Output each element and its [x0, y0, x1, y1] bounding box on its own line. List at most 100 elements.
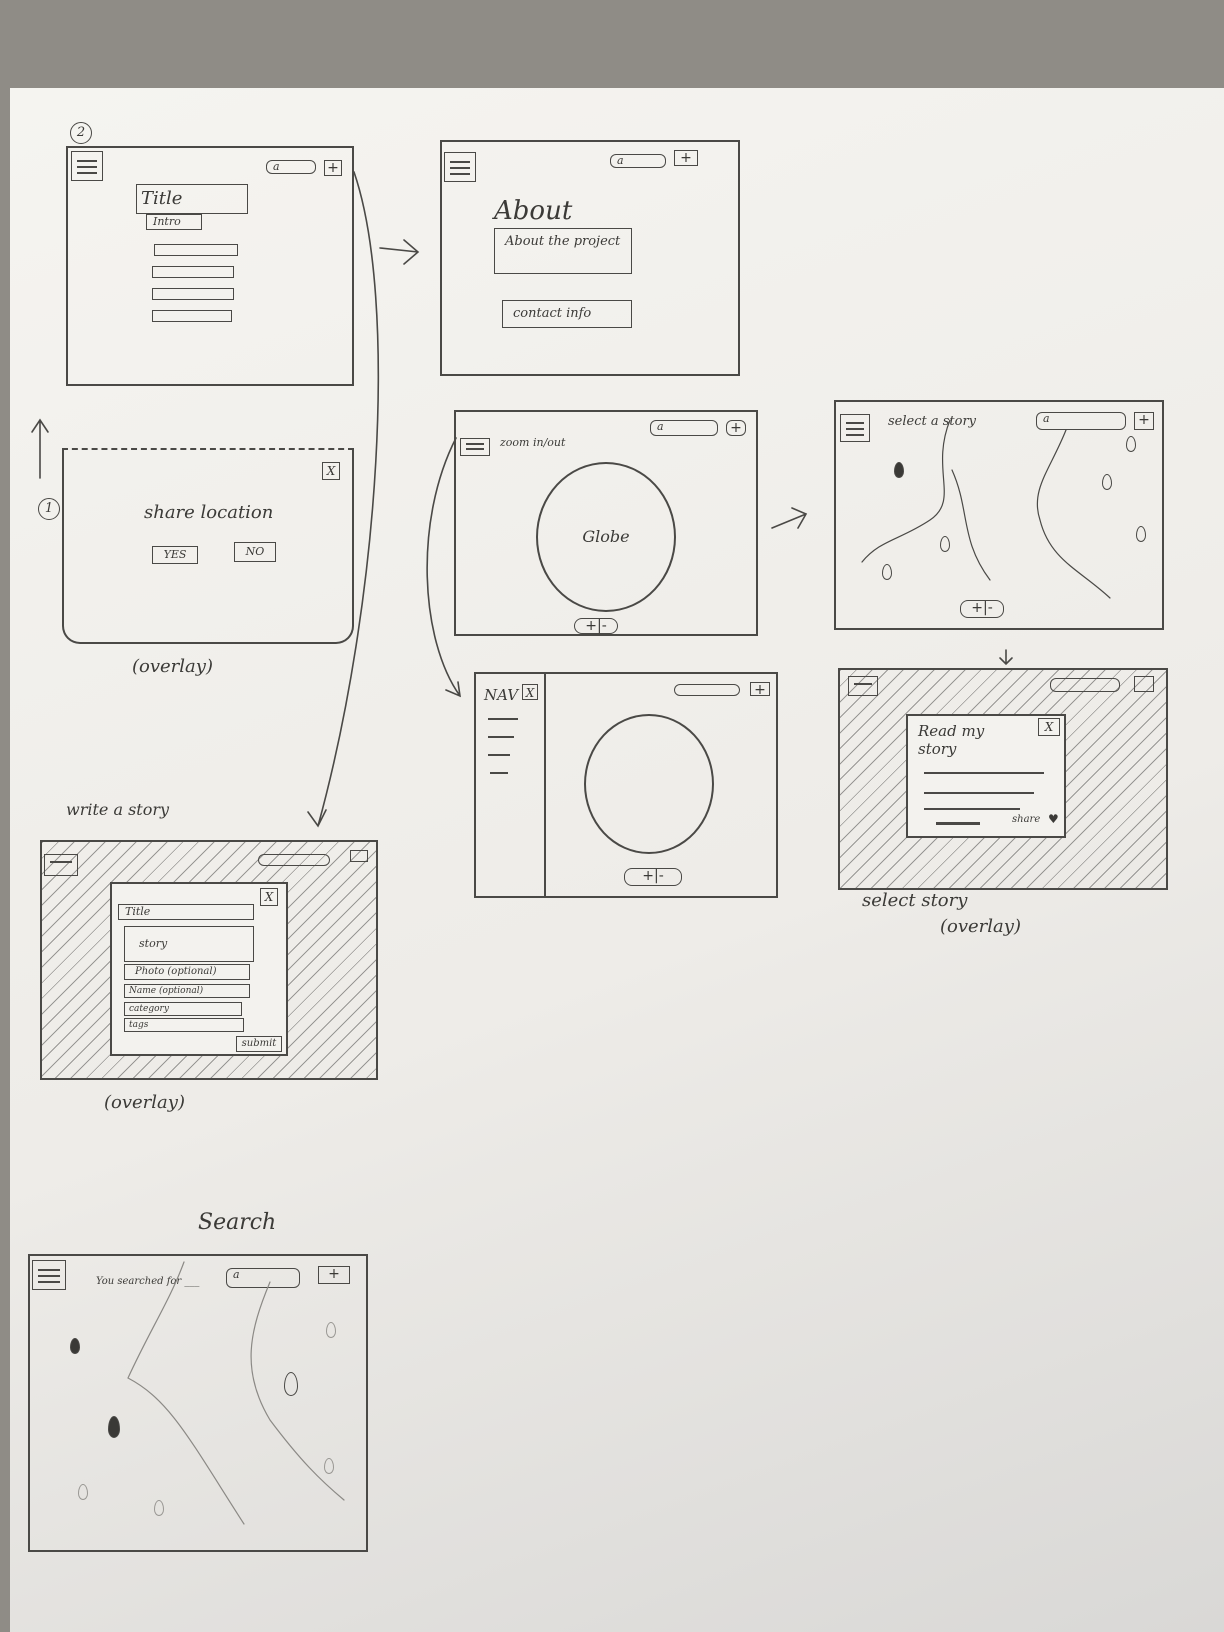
arrow-plus-to-write	[307, 171, 380, 828]
map-pin-icon[interactable]	[1136, 526, 1146, 542]
search-input[interactable]	[258, 854, 330, 866]
map-pin-icon[interactable]	[108, 1416, 120, 1438]
no-button[interactable]: NO	[234, 542, 276, 562]
map-river	[250, 1281, 345, 1501]
hamburger-menu-icon[interactable]	[32, 1260, 66, 1290]
add-story-button[interactable]: +	[324, 160, 342, 176]
story-field[interactable]: story	[124, 926, 254, 962]
search-input[interactable]	[1050, 678, 1120, 692]
map-pin-icon[interactable]	[284, 1372, 298, 1396]
globe[interactable]	[584, 714, 714, 854]
home-screen: a + Title Intro	[66, 146, 354, 386]
nav-item[interactable]	[490, 772, 508, 774]
close-icon[interactable]: X	[322, 462, 340, 480]
list-item[interactable]	[152, 288, 234, 300]
close-icon[interactable]: X	[260, 888, 278, 906]
map-pin-icon[interactable]	[894, 462, 904, 478]
search-input[interactable]	[674, 684, 740, 696]
step-mark-1: 1	[38, 498, 60, 520]
overlay-caption: (overlay)	[132, 656, 213, 677]
map-pin-icon[interactable]	[1126, 436, 1136, 452]
map-river	[1036, 429, 1111, 599]
hamburger-menu-icon[interactable]	[840, 414, 870, 442]
write-story-screen: X Title story Photo (optional) Name (opt…	[40, 840, 378, 1080]
name-field[interactable]: Name (optional)	[124, 984, 250, 998]
zoom-control[interactable]: +|-	[574, 618, 618, 634]
arrow-location-to-home	[31, 418, 49, 479]
story-text-line	[924, 808, 1020, 810]
hamburger-menu-icon[interactable]	[444, 152, 476, 182]
arrow-globe-to-nav	[426, 437, 461, 698]
title-field[interactable]: Title	[118, 904, 254, 920]
map-river	[127, 1261, 245, 1525]
close-icon[interactable]: X	[1038, 718, 1060, 736]
hamburger-menu-icon[interactable]	[44, 854, 78, 876]
category-field[interactable]: category	[124, 1002, 242, 1016]
intro-label: Intro	[146, 214, 202, 230]
search-input[interactable]: a	[1036, 412, 1126, 430]
search-input[interactable]: a	[610, 154, 666, 168]
share-location-prompt: share location	[144, 502, 274, 523]
map-river	[951, 469, 991, 581]
about-heading: About	[494, 196, 573, 226]
add-story-button[interactable]: +	[726, 420, 746, 436]
contact-info-button[interactable]: contact info	[502, 300, 632, 328]
map-pin-icon[interactable]	[940, 536, 950, 552]
story-text-line	[936, 822, 980, 825]
nav-drawer	[544, 674, 546, 896]
add-story-button[interactable]: +	[1134, 412, 1154, 430]
nav-open-screen: NAV X + +|-	[474, 672, 778, 898]
photo-field[interactable]: Photo (optional)	[124, 964, 250, 980]
search-input[interactable]: a	[266, 160, 316, 174]
arrow-select-to-read	[999, 649, 1013, 666]
map-pin-icon[interactable]	[70, 1338, 80, 1354]
map-pin-icon[interactable]	[154, 1500, 164, 1516]
select-story-prompt: select a story	[888, 414, 977, 429]
zoom-control[interactable]: +|-	[624, 868, 682, 886]
nav-item[interactable]	[488, 754, 510, 756]
zoom-hint-label: zoom in/out	[500, 436, 566, 449]
close-icon[interactable]: X	[522, 684, 538, 700]
add-story-button[interactable]: +	[674, 150, 698, 166]
zoom-control[interactable]: +|-	[960, 600, 1004, 618]
search-input[interactable]: a	[226, 1268, 300, 1288]
search-label: Search	[198, 1210, 277, 1235]
list-item[interactable]	[154, 244, 238, 256]
share-button[interactable]: share	[1012, 814, 1041, 825]
overlay-caption: (overlay)	[104, 1092, 185, 1113]
search-results-text: You searched for ___	[96, 1276, 200, 1287]
search-screen: You searched for ___ a +	[28, 1254, 368, 1552]
about-screen: a + About About the project contact info	[440, 140, 740, 376]
yes-button[interactable]: YES	[152, 546, 198, 564]
add-story-button[interactable]: +	[750, 682, 770, 697]
list-item[interactable]	[152, 310, 232, 322]
write-story-form: X Title story Photo (optional) Name (opt…	[110, 882, 288, 1056]
story-heading: Read my story	[918, 722, 985, 758]
about-project-button[interactable]: About the project	[494, 228, 632, 274]
search-input[interactable]: a	[650, 420, 718, 436]
map-river	[861, 419, 951, 563]
list-item[interactable]	[152, 266, 234, 278]
map-pin-icon[interactable]	[1102, 474, 1112, 490]
arrow-globe-to-select	[771, 507, 808, 529]
add-story-button[interactable]	[1134, 676, 1154, 692]
map-pin-icon[interactable]	[882, 564, 892, 580]
hamburger-menu-icon[interactable]	[460, 438, 490, 456]
hamburger-menu-icon[interactable]	[848, 676, 878, 696]
nav-item[interactable]	[488, 718, 518, 720]
globe[interactable]: Globe	[536, 462, 676, 612]
map-pin-icon[interactable]	[324, 1458, 334, 1474]
nav-label: NAV	[484, 686, 519, 704]
overlay-caption: (overlay)	[940, 916, 1021, 937]
hamburger-menu-icon[interactable]	[71, 151, 103, 181]
submit-button[interactable]: submit	[236, 1036, 282, 1052]
map-pin-icon[interactable]	[78, 1484, 88, 1500]
heart-icon[interactable]: ♥	[1048, 812, 1059, 826]
add-story-button[interactable]: +	[318, 1266, 350, 1284]
step-mark-2: 2	[70, 122, 92, 144]
map-pin-icon[interactable]	[326, 1322, 336, 1338]
tags-field[interactable]: tags	[124, 1018, 244, 1032]
nav-item[interactable]	[488, 736, 514, 738]
add-story-button[interactable]	[350, 850, 368, 862]
